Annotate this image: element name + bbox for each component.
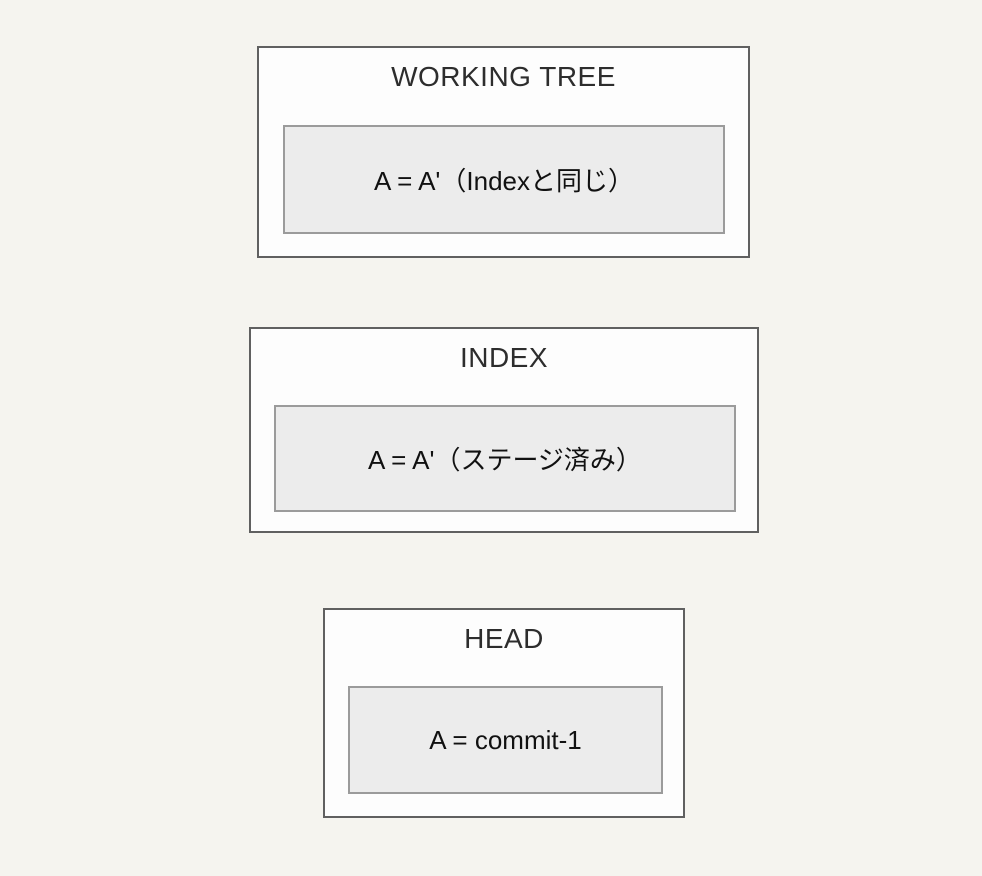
head-box: HEAD A = commit-1 xyxy=(323,608,685,818)
head-state-label: A = commit-1 xyxy=(429,724,582,755)
working-tree-state-label: A = A'（Indexと同じ） xyxy=(373,166,634,196)
index-box: INDEX A = A'（ステージ済み） xyxy=(249,327,759,533)
working-tree-state-box: A = A'（Indexと同じ） xyxy=(283,125,725,234)
index-state-box: A = A'（ステージ済み） xyxy=(274,405,736,512)
index-state-label: A = A'（ステージ済み） xyxy=(368,445,642,475)
head-title: HEAD xyxy=(464,623,544,654)
working-tree-box: WORKING TREE A = A'（Indexと同じ） xyxy=(257,46,750,258)
head-state-box: A = commit-1 xyxy=(348,686,663,794)
working-tree-title: WORKING TREE xyxy=(391,61,616,92)
index-title: INDEX xyxy=(459,342,549,373)
